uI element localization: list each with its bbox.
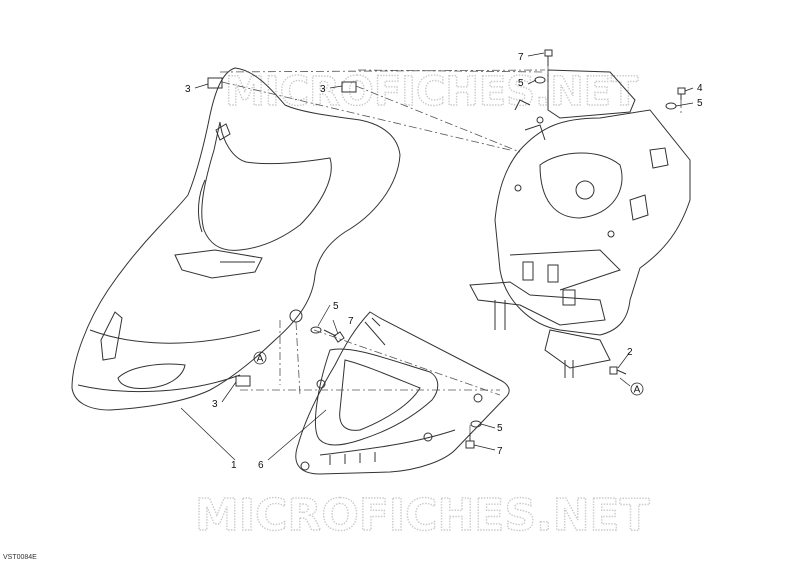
callout-7-top: 7	[518, 52, 524, 63]
callout-3-top-center: 3	[320, 84, 326, 95]
callout-7-mid: 7	[348, 316, 354, 327]
callout-labels: 3 3 3 1 6 7 5 4 5 5 7 2 5 7	[185, 52, 703, 471]
clip-nut-bottom	[235, 375, 251, 387]
headlight-fairing	[71, 67, 401, 411]
washer-right	[665, 102, 677, 110]
watermark-bottom: MICROFICHES.NET	[195, 490, 650, 541]
washer-mid	[310, 326, 322, 334]
screw-mid	[323, 329, 345, 343]
reference-marker-a-right: A	[630, 382, 644, 396]
callout-4: 4	[697, 83, 703, 94]
washer-top	[534, 76, 546, 84]
screw-right	[677, 87, 686, 100]
assembly-lines	[219, 66, 682, 440]
callout-7-low: 7	[497, 446, 503, 457]
callout-3-top-left: 3	[185, 84, 191, 95]
clip-nut-top-center	[341, 81, 357, 93]
grommet-left	[289, 309, 303, 323]
callout-5-low: 5	[497, 423, 503, 434]
drawing-code: VST0084E	[3, 554, 37, 561]
callout-3-bottom: 3	[212, 399, 218, 410]
watermark-top: MICROFICHES.NET	[225, 69, 639, 115]
callout-1: 1	[231, 460, 237, 471]
leader-lines	[180, 52, 694, 461]
callout-2: 2	[627, 347, 633, 358]
screw-low	[465, 433, 475, 449]
callout-5-top: 5	[518, 78, 524, 89]
marker-a-right-label: A	[634, 385, 641, 396]
marker-a-left-label: A	[257, 354, 264, 365]
clip-nut-top-left	[207, 77, 223, 89]
callout-6: 6	[258, 460, 264, 471]
callout-5-mid: 5	[333, 301, 339, 312]
fairing-bracket	[469, 69, 691, 378]
screw-top	[544, 49, 553, 66]
lower-cowl	[295, 311, 510, 475]
callout-5-right: 5	[697, 98, 703, 109]
screw-a	[609, 366, 627, 375]
reference-marker-a-left: A	[253, 351, 267, 365]
